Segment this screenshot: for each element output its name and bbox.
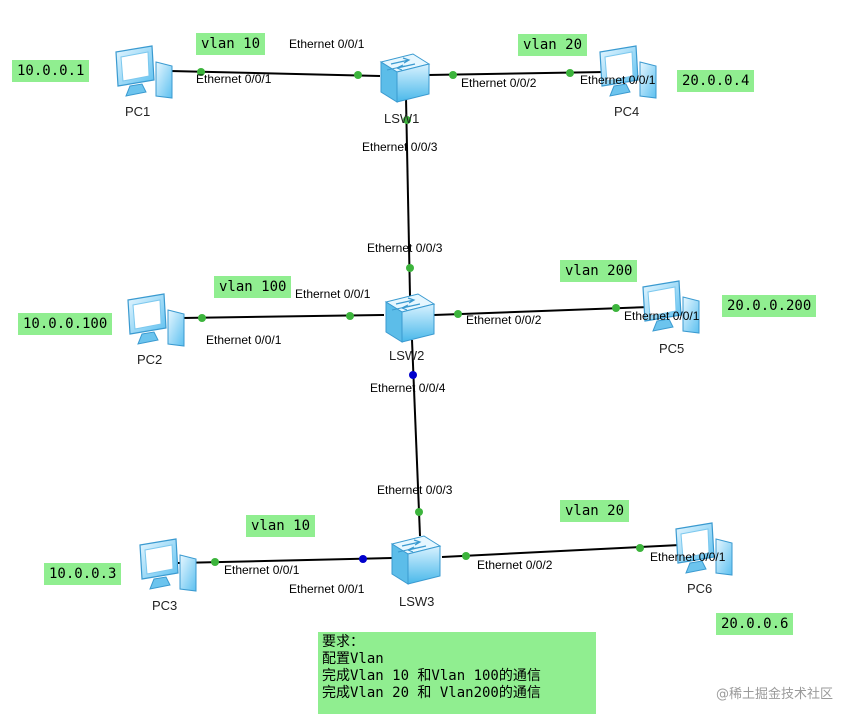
port-label-pc3-e1: Ethernet 0/0/1	[224, 563, 300, 577]
vlan-tag-pc3: vlan 10	[246, 515, 316, 537]
vlan-tag-pc4: vlan 20	[518, 34, 588, 56]
watermark: @稀土掘金技术社区	[715, 687, 833, 702]
pc4-label: PC4	[614, 104, 640, 119]
port-label-lsw1-e1: Ethernet 0/0/1	[289, 37, 365, 51]
port-label-pc5-e1: Ethernet 0/0/1	[624, 309, 700, 323]
port-dot	[211, 558, 219, 566]
port-label-lsw3-e1: Ethernet 0/0/1	[289, 582, 365, 596]
pc6-ip-tag: 20.0.0.6	[716, 613, 794, 635]
link-lsw2-lsw3	[411, 339, 421, 537]
pc4-ip-tag: 20.0.0.4	[677, 70, 755, 92]
port-dot	[462, 552, 470, 560]
port-label-lsw2-e2: Ethernet 0/0/2	[466, 313, 542, 327]
port-label-lsw1-e2: Ethernet 0/0/2	[461, 76, 537, 90]
pc4-icon[interactable]	[599, 45, 657, 99]
port-dot	[612, 304, 620, 312]
vlan-tag-pc5: vlan 200	[560, 260, 638, 282]
pc1-ip-tag: 10.0.0.1	[12, 60, 90, 82]
requirements-title: 要求：	[322, 634, 364, 650]
port-label-lsw2-e3: Ethernet 0/0/3	[367, 241, 443, 255]
port-label-lsw2-e4: Ethernet 0/0/4	[370, 381, 446, 395]
requirements-note: 要求： 配置Vlan 完成Vlan 10 和Vlan 100的通信 完成Vlan…	[318, 632, 596, 714]
port-dot	[346, 312, 354, 320]
pc2-ip-tag: 10.0.0.100	[18, 313, 113, 335]
pc2-label: PC2	[137, 352, 163, 367]
port-dot	[415, 508, 423, 516]
pc5-ip-tag: 20.0.0.200	[722, 295, 817, 317]
port-label-lsw2-e1: Ethernet 0/0/1	[295, 287, 371, 301]
pc6-label: PC6	[687, 581, 713, 596]
link-lsw3-pc6	[441, 544, 681, 558]
pc3-ip-tag: 10.0.0.3	[44, 563, 122, 585]
lsw3-switch-icon[interactable]	[391, 535, 441, 585]
port-dot	[359, 555, 367, 563]
port-dot	[636, 544, 644, 552]
pc3-icon[interactable]	[139, 538, 197, 592]
vlan-tag-pc1: vlan 10	[196, 33, 266, 55]
lsw1-switch-icon[interactable]	[380, 53, 430, 103]
port-dot	[449, 71, 457, 79]
port-dot	[403, 116, 411, 124]
port-label-pc1-e1: Ethernet 0/0/1	[196, 72, 272, 86]
port-dot	[198, 314, 206, 322]
port-label-pc4-e1: Ethernet 0/0/1	[580, 73, 656, 87]
port-label-lsw3-e2: Ethernet 0/0/2	[477, 558, 553, 572]
lsw2-label: LSW2	[389, 348, 425, 363]
vlan-tag-pc2: vlan 100	[214, 276, 292, 298]
link-lsw1-pc4	[427, 71, 606, 76]
port-dot	[566, 69, 574, 77]
vlan-tag-pc6: vlan 20	[560, 500, 630, 522]
requirements-line: 配置Vlan	[322, 651, 384, 667]
port-label-lsw1-e3: Ethernet 0/0/3	[362, 140, 438, 154]
port-dot	[406, 264, 414, 272]
pc6-icon[interactable]	[675, 522, 733, 576]
pc2-icon[interactable]	[127, 293, 185, 347]
pc5-icon[interactable]	[642, 280, 700, 334]
pc1-icon[interactable]	[115, 45, 173, 99]
port-label-pc2-e1: Ethernet 0/0/1	[206, 333, 282, 347]
port-label-lsw3-e3: Ethernet 0/0/3	[377, 483, 453, 497]
link-pc1-lsw1	[169, 70, 381, 77]
port-dot	[354, 71, 362, 79]
pc1-label: PC1	[125, 104, 151, 119]
requirements-line: 完成Vlan 20 和 Vlan200的通信	[322, 685, 541, 701]
port-label-pc6-e1: Ethernet 0/0/1	[650, 550, 726, 564]
lsw1-label: LSW1	[384, 111, 420, 126]
lsw2-switch-icon[interactable]	[385, 293, 435, 343]
lsw3-label: LSW3	[399, 594, 435, 609]
pc3-label: PC3	[152, 598, 178, 613]
requirements-line: 完成Vlan 10 和Vlan 100的通信	[322, 668, 541, 684]
port-dot	[409, 371, 417, 379]
link-lsw1-lsw2	[405, 97, 411, 297]
pc5-label: PC5	[659, 341, 685, 356]
port-dot	[197, 68, 205, 76]
port-dot	[454, 310, 462, 318]
